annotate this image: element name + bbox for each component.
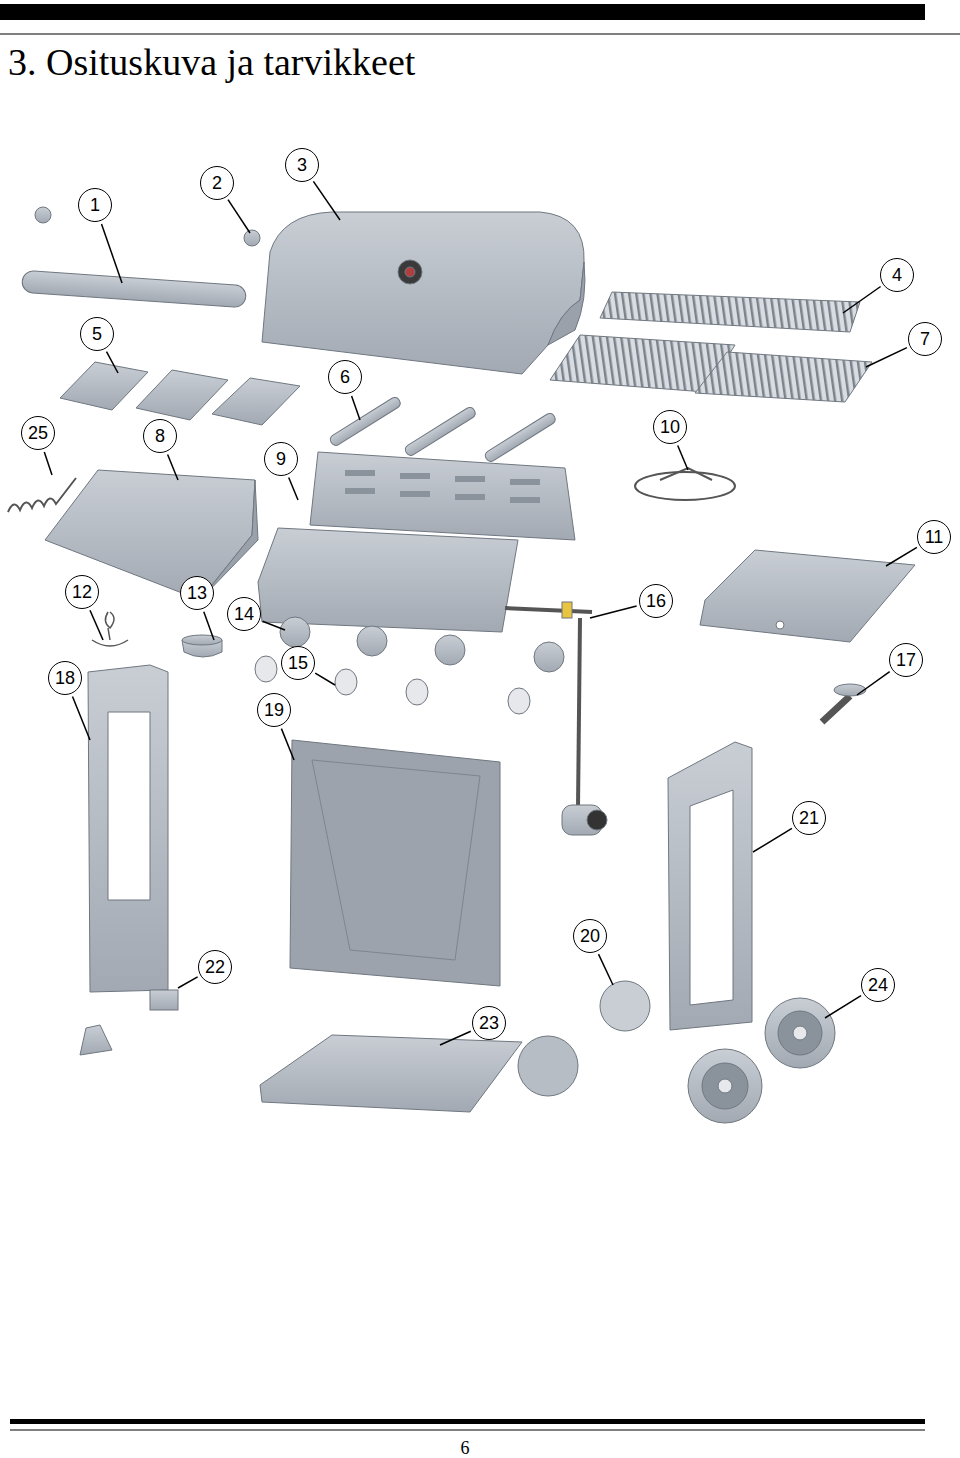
frame-foot xyxy=(80,1025,112,1055)
frame-clip xyxy=(150,990,178,1010)
thermometer-dial xyxy=(405,267,415,277)
knob-bezel xyxy=(280,617,310,647)
callout-number: 6 xyxy=(328,360,362,394)
leader-lines xyxy=(44,181,917,1045)
callout-number: 24 xyxy=(861,968,895,1002)
burner-tube xyxy=(328,396,402,448)
knob-bezel xyxy=(357,626,387,656)
callout-number: 8 xyxy=(143,419,177,453)
wheel xyxy=(765,998,835,1068)
header-rule xyxy=(0,34,960,35)
callout-number: 19 xyxy=(257,693,291,727)
callout-number: 5 xyxy=(80,317,114,351)
callout-number: 9 xyxy=(264,442,298,476)
callout-number: 15 xyxy=(281,646,315,680)
callout-number: 13 xyxy=(180,576,214,610)
burner-tube xyxy=(403,406,477,458)
handle-cap xyxy=(244,230,260,246)
shelf-disc xyxy=(518,1036,578,1096)
page-number: 6 xyxy=(461,1438,470,1458)
callout-number: 4 xyxy=(880,258,914,292)
flame-tamer xyxy=(212,378,300,425)
callout-number: 12 xyxy=(65,575,99,609)
callout-number: 14 xyxy=(227,597,261,631)
firebox-back xyxy=(310,452,575,540)
control-knob xyxy=(508,688,530,714)
gas-manifold xyxy=(505,608,592,612)
callout-number: 2 xyxy=(200,166,234,200)
right-frame xyxy=(668,742,752,1030)
callout-number: 18 xyxy=(48,661,82,695)
callout-number: 3 xyxy=(285,148,319,182)
callout-number: 17 xyxy=(889,643,923,677)
igniter-spiral xyxy=(8,478,76,512)
grill-lid xyxy=(262,212,584,374)
knob-bezel xyxy=(435,635,465,665)
burner-tube xyxy=(483,412,557,464)
footer-rule xyxy=(10,1430,925,1431)
firebox-front xyxy=(258,528,518,632)
wok-ring xyxy=(635,472,735,500)
callout-number: 23 xyxy=(472,1006,506,1040)
cooking-grate xyxy=(695,352,872,402)
control-knob xyxy=(255,656,277,682)
callout-number: 22 xyxy=(198,950,232,984)
cabinet-door xyxy=(290,740,500,986)
flame-tamer xyxy=(60,362,148,410)
callout-number: 16 xyxy=(639,584,673,618)
callout-number: 25 xyxy=(21,416,55,450)
cap-disc xyxy=(600,981,650,1031)
callout-number: 20 xyxy=(573,919,607,953)
control-knob xyxy=(335,669,357,695)
thermometer xyxy=(398,260,422,284)
control-knob xyxy=(406,679,428,705)
side-table xyxy=(700,550,915,642)
handle-cap xyxy=(35,207,51,223)
callout-number: 21 xyxy=(792,801,826,835)
callout-number: 11 xyxy=(917,520,951,554)
callout-number: 10 xyxy=(653,410,687,444)
header-bar xyxy=(0,4,925,20)
left-frame xyxy=(88,665,168,992)
page-title: 3. Osituskuva ja tarvikkeet xyxy=(8,40,415,84)
bottom-shelf xyxy=(260,1035,522,1112)
side-burner-valve xyxy=(822,696,850,722)
gas-hose xyxy=(578,618,580,808)
footer-bar xyxy=(10,1419,925,1424)
warming-rack xyxy=(600,292,860,332)
lid-handle xyxy=(22,270,247,308)
knob-bezel xyxy=(534,642,564,672)
callout-number: 1 xyxy=(78,188,112,222)
callout-number: 7 xyxy=(908,322,942,356)
lid-side xyxy=(548,262,585,345)
wheel xyxy=(688,1049,762,1123)
